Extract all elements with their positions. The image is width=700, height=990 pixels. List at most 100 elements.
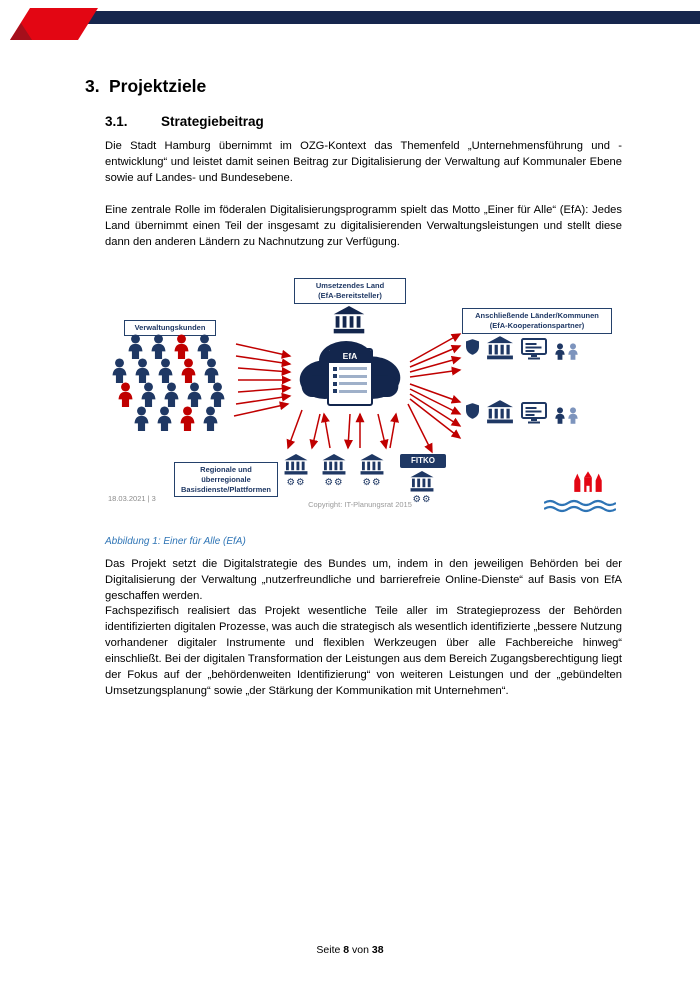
page-footer: Seite 8 von 38 <box>0 944 700 956</box>
shield-icon <box>466 403 479 419</box>
figure-efa-diagram: Umsetzendes Land (EfA-Bereitsteller) EfA… <box>100 278 620 530</box>
gear-icon: ⚙ <box>422 494 432 505</box>
waves-icon <box>544 499 616 513</box>
list-line <box>339 374 367 378</box>
page-title: 3. Projektziele <box>85 76 206 97</box>
gears-row: ⚙⚙ <box>404 495 440 505</box>
label-line: Anschließende Länder/Kommunen <box>475 311 599 320</box>
person-icon <box>156 358 175 383</box>
footer-page-number: 8 <box>343 944 350 956</box>
section-heading: 3.1. Strategiebeitrag <box>105 114 264 129</box>
person-icon <box>554 343 566 360</box>
person-icon <box>110 358 129 383</box>
label-line: (EfA-Kooperationspartner) <box>489 320 585 330</box>
person-icon <box>179 358 198 383</box>
label-verwaltungskunden: Verwaltungskunden <box>124 320 216 336</box>
crowd-row <box>110 358 244 383</box>
person-icon <box>178 406 197 431</box>
building-icon <box>321 454 347 475</box>
document-list-row <box>329 386 371 393</box>
person-icon <box>202 358 221 383</box>
document-list-row <box>329 363 371 371</box>
gear-icon: ⚙ <box>334 477 344 488</box>
label-basisdienste: Regionale und überregionale Basisdienste… <box>174 462 278 498</box>
footer-middle: von <box>352 944 369 956</box>
efa-document-title: EfA <box>329 350 371 363</box>
section-number: 3.1. <box>105 114 128 129</box>
monitor-icon <box>521 338 547 360</box>
label-line: Umsetzendes Land <box>315 281 385 290</box>
gear-icon: ⚙ <box>362 477 372 488</box>
list-bullet <box>333 389 337 393</box>
person-icon <box>116 382 135 407</box>
crowd-row <box>116 382 244 407</box>
figure-date: 18.03.2021 | 3 <box>108 494 156 503</box>
monitor-icon <box>521 402 547 424</box>
list-line <box>339 389 367 393</box>
paragraph-3: Das Projekt setzt die Digitalstrategie d… <box>105 558 622 602</box>
person-icon <box>185 382 204 407</box>
person-icon <box>567 343 579 360</box>
heading-title: Projektziele <box>109 76 207 96</box>
crowd-row <box>126 334 244 359</box>
fitko-badge: FITKO <box>400 454 446 468</box>
hamburg-castle-logo <box>572 470 604 494</box>
document-list-row <box>329 371 371 378</box>
gear-icon: ⚙ <box>286 477 296 488</box>
person-icon <box>195 334 214 359</box>
label-line: (EfA-Bereitsteller) <box>318 290 382 300</box>
partner-row <box>466 336 579 360</box>
users-pair <box>554 407 579 424</box>
label-anschliessende-laender: Anschließende Länder/Kommunen (EfA-Koope… <box>462 308 612 334</box>
gear-icon: ⚙ <box>372 477 382 488</box>
person-icon <box>126 334 145 359</box>
list-bullet <box>333 381 337 386</box>
paragraph-1: Die Stadt Hamburg übernimmt im OZG-Konte… <box>105 140 622 184</box>
person-icon <box>172 334 191 359</box>
gears-row: ⚙⚙ <box>316 478 352 488</box>
platform-building: ⚙⚙ <box>316 454 352 488</box>
person-icon <box>139 382 158 407</box>
platform-building: ⚙⚙ <box>354 454 390 488</box>
citizens-crowd <box>104 334 244 430</box>
list-line <box>339 367 367 370</box>
label-umsetzendes-land: Umsetzendes Land (EfA-Bereitsteller) <box>294 278 406 304</box>
figure-caption: Abbildung 1: Einer für Alle (EfA) <box>105 536 246 547</box>
paragraph-4: Fachspezifisch realisiert das Projekt we… <box>105 605 622 697</box>
gear-icon: ⚙ <box>412 494 422 505</box>
paragraph-2: Eine zentrale Rolle im föderalen Digital… <box>105 204 622 248</box>
efa-service-document: EfA <box>327 348 373 406</box>
footer-page-total: 38 <box>371 944 384 956</box>
figure-copyright: Copyright: IT-Planungsrat 2015 <box>308 500 412 509</box>
gear-icon: ⚙ <box>296 477 306 488</box>
building-icon <box>409 471 435 492</box>
list-line <box>339 382 367 385</box>
person-icon <box>201 406 220 431</box>
crowd-row <box>132 406 244 431</box>
users-pair <box>554 343 579 360</box>
label-line: Basisdienste/Plattformen <box>180 484 272 494</box>
section-title: Strategiebeitrag <box>161 114 264 129</box>
brand-red-flag-icon <box>10 8 98 40</box>
gears-row: ⚙⚙ <box>278 478 314 488</box>
person-icon <box>155 406 174 431</box>
building-icon <box>486 336 514 360</box>
person-icon <box>567 407 579 424</box>
platform-building: ⚙⚙ <box>404 471 440 505</box>
person-icon <box>208 382 227 407</box>
building-icon <box>359 454 385 475</box>
person-icon <box>162 382 181 407</box>
document-list-row <box>329 378 371 386</box>
list-bullet <box>333 374 337 378</box>
person-icon <box>149 334 168 359</box>
person-icon <box>554 407 566 424</box>
partner-row <box>466 400 579 424</box>
person-icon <box>132 406 151 431</box>
label-line: Regionale und überregionale <box>200 465 252 484</box>
shield-icon <box>466 339 479 355</box>
gears-row: ⚙⚙ <box>354 478 390 488</box>
list-bullet <box>333 366 337 371</box>
heading-number: 3. <box>85 76 100 96</box>
header-navy-bar <box>86 11 700 24</box>
